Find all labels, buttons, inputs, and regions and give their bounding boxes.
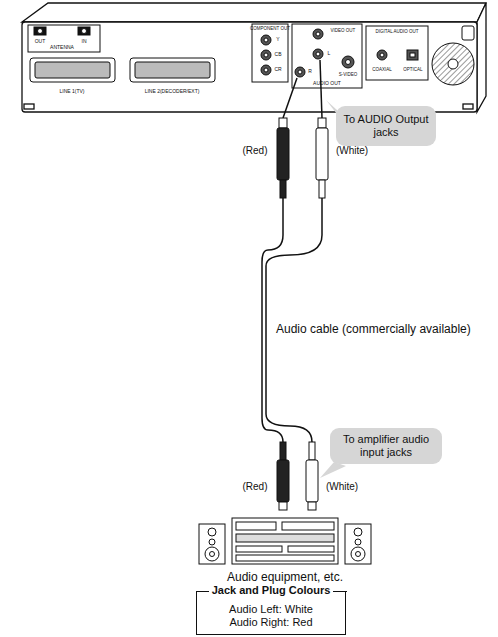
recorder-body (22, 3, 486, 112)
panel-label: LINE 1(TV) (59, 89, 84, 95)
panel-label: DIGITAL AUDIO OUT (375, 30, 418, 35)
cooling-fan (432, 43, 474, 85)
legend-line: Audio Left: White (205, 603, 337, 617)
legend-box: Jack and Plug ColoursAudio Left: WhiteAu… (196, 591, 346, 636)
panel-label: OUT (35, 39, 46, 45)
rca-plugs-bottom (277, 442, 318, 510)
callout-pointer (320, 462, 346, 478)
plug-tips (283, 60, 322, 118)
panel-label: COMPONENT OUT (250, 27, 290, 32)
colour-label: (Red) (242, 481, 267, 492)
panel-label: Y (276, 37, 279, 43)
callout-box: To AUDIO Output jacks (336, 106, 436, 146)
panel-label: VIDEO OUT (331, 29, 356, 34)
rca-plugs-top (277, 118, 328, 198)
component-jacks (252, 24, 288, 82)
panel-label: COAXIAL (372, 68, 392, 73)
panel-label: AUDIO OUT (313, 81, 341, 87)
panel-label: LINE 2(DECODER/EXT) (145, 89, 200, 95)
audio-equipment (199, 518, 371, 564)
colour-label: (White) (326, 481, 358, 492)
panel-label: OPTICAL (403, 68, 422, 73)
callout-box: To amplifier audio input jacks (330, 428, 442, 464)
cable-label: Audio cable (commercially available) (276, 323, 471, 336)
equipment-caption: Audio equipment, etc. (227, 571, 343, 584)
panel-label: CR (274, 67, 281, 73)
panel-label: L (328, 51, 331, 57)
panel-label: CB (275, 52, 282, 58)
callout-text: To amplifier audio input jacks (336, 433, 436, 459)
panel-label: IN (82, 39, 87, 45)
legend-heading-rule: Jack and Plug Colours (196, 584, 347, 598)
power-inlet (462, 26, 474, 40)
panel-label: ANTENNA (50, 45, 74, 51)
av-jacks (292, 24, 362, 88)
scart-connectors (30, 58, 215, 82)
digital-audio-jacks (366, 26, 428, 80)
audio-cable (262, 198, 322, 442)
legend-heading: Jack and Plug Colours (209, 584, 334, 596)
colour-label: (Red) (242, 145, 267, 156)
antenna-terminals (28, 25, 100, 52)
legend-line: Audio Right: Red (205, 616, 337, 630)
colour-label: (White) (336, 145, 368, 156)
callout-text: To AUDIO Output jacks (342, 113, 430, 139)
panel-label: R (308, 69, 312, 75)
panel-label: S-VIDEO (339, 73, 358, 78)
